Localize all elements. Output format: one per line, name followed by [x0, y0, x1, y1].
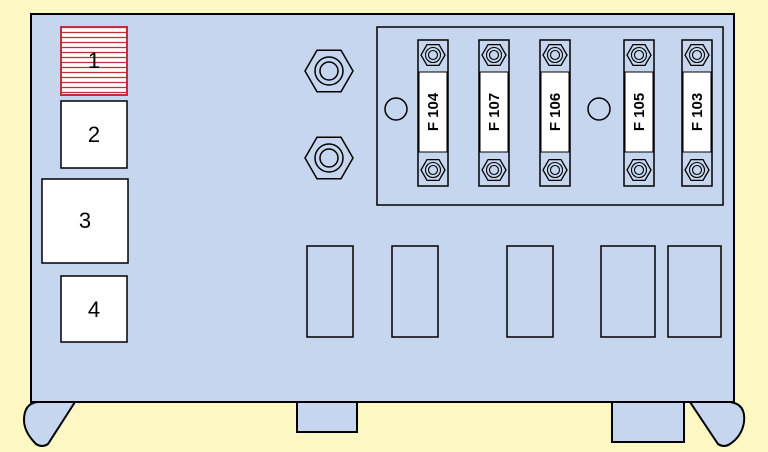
fuse-terminal-icon: [684, 43, 710, 67]
fuse-f104[interactable]: F 104: [417, 39, 449, 187]
left-foot: [22, 401, 77, 447]
fuse-box-feet: [22, 401, 746, 447]
relay-2-body: [60, 100, 128, 169]
fuse-body: [540, 71, 570, 153]
relay-1-body: [60, 26, 128, 96]
fuse-terminal-icon: [684, 158, 710, 182]
hex-nut-icon: [304, 49, 354, 93]
relay-3-body: [41, 178, 129, 264]
fuse-row: F 104 F 107 F 106 F 105 F 103: [417, 39, 713, 187]
fuse-terminal-icon: [420, 43, 446, 67]
relay-4-body: [60, 275, 128, 343]
fuse-label: F 107: [486, 93, 503, 131]
empty-slot[interactable]: [306, 245, 354, 338]
right-foot: [688, 401, 746, 447]
empty-slot[interactable]: [391, 245, 439, 338]
fuse-terminal-icon: [626, 158, 652, 182]
empty-slot[interactable]: [600, 245, 656, 338]
fuse-label: F 104: [425, 92, 442, 131]
relay-3-label: 3: [79, 208, 91, 233]
empty-slots: [306, 245, 722, 338]
fuse-terminal-icon: [420, 158, 446, 182]
center-foot: [296, 401, 358, 433]
fuse-f106[interactable]: F 106: [539, 39, 571, 187]
fuse-f107[interactable]: F 107: [478, 39, 510, 187]
relay-1-label: 1: [88, 48, 100, 73]
relay-2-label: 2: [88, 122, 100, 147]
fuse-terminal-icon: [542, 158, 568, 182]
fuse-label: F 106: [547, 93, 564, 131]
relay-3[interactable]: 3: [41, 178, 129, 264]
fuse-body: [624, 71, 654, 153]
right-block-foot: [611, 401, 685, 443]
relay-column: 1 2 3 4: [41, 26, 129, 343]
fuse-terminal-icon: [542, 43, 568, 67]
fuse-label: F 103: [689, 93, 706, 131]
fuse-block: F 104 F 107 F 106 F 105 F 103: [376, 26, 724, 206]
hex-nut-icon: [304, 136, 354, 180]
relay-4[interactable]: 4: [60, 275, 128, 343]
fuse-f105[interactable]: F 105: [623, 39, 655, 187]
fuse-terminal-icon: [481, 158, 507, 182]
relay-4-label: 4: [88, 297, 100, 322]
relay-2[interactable]: 2: [60, 100, 128, 169]
fuse-body: [682, 71, 712, 153]
fuse-f103[interactable]: F 103: [681, 39, 713, 187]
fuse-label: F 105: [631, 93, 648, 131]
fuse-body: [479, 71, 509, 153]
power-studs: [304, 49, 354, 180]
fuse-body: [418, 71, 448, 153]
empty-slot[interactable]: [506, 245, 554, 338]
empty-slot[interactable]: [667, 245, 722, 338]
fuse-terminal-icon: [481, 43, 507, 67]
mounting-hole-icon: [587, 97, 611, 121]
fuse-terminal-icon: [626, 43, 652, 67]
mounting-hole-icon: [384, 97, 408, 121]
relay-1[interactable]: 1: [60, 26, 128, 96]
